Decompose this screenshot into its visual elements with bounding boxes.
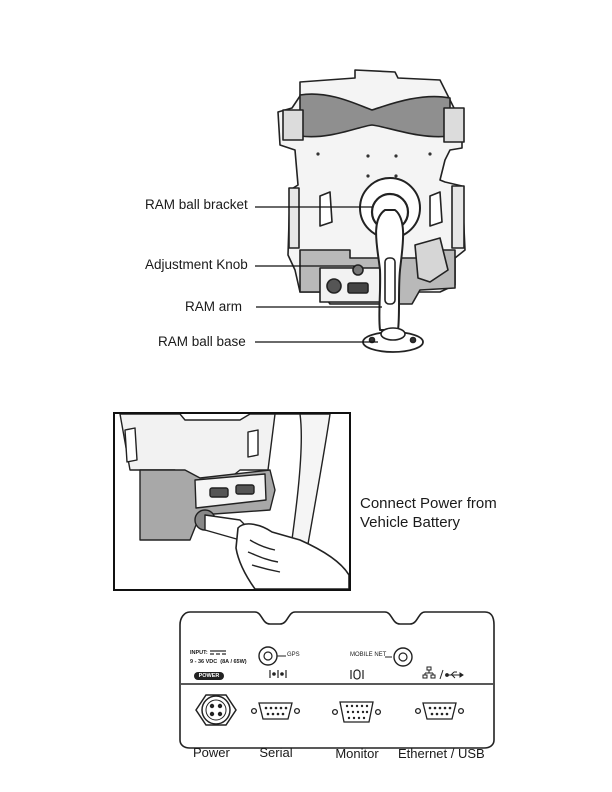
port-label-ethernet-usb: Ethernet / USB (398, 746, 484, 761)
port-label-monitor: Monitor (332, 746, 382, 761)
port-label-serial: Serial (256, 745, 296, 760)
mobile-net-label: MOBILE NET (350, 652, 386, 658)
input-rating: 9 - 36 VDC (8A / 65W) (190, 659, 247, 665)
port-label-power: Power (193, 745, 229, 760)
power-badge: POWER (194, 672, 224, 680)
gps-label: GPS (287, 652, 300, 658)
input-label: INPUT: (190, 650, 208, 656)
